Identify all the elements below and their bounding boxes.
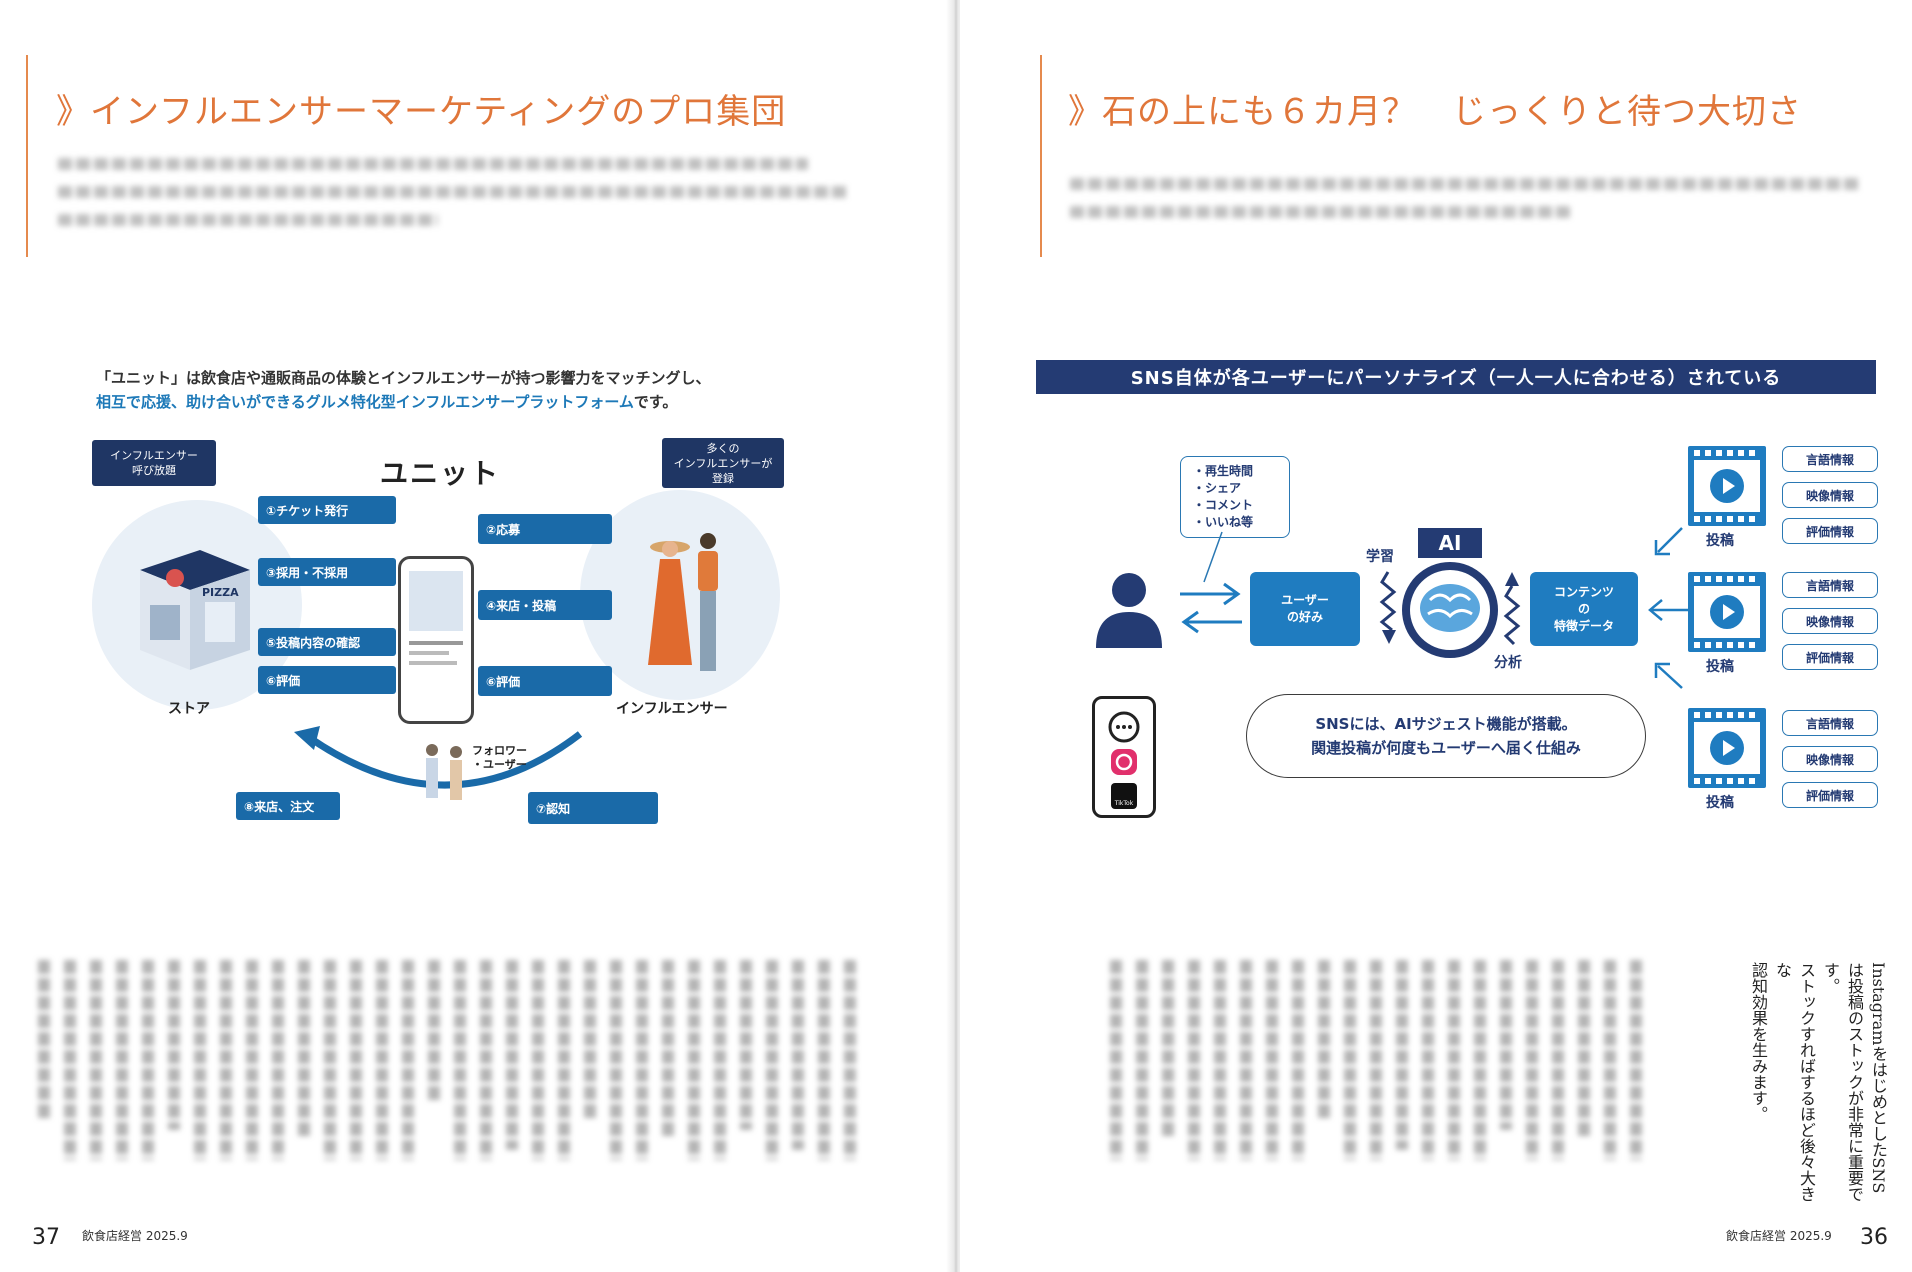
follower-label: フォロワー ・ユーザー — [472, 744, 527, 771]
info-video-3: 映像情報 — [1782, 746, 1878, 772]
engagement-speech-bubble: ・再生時間 ・シェア ・コメント ・いいね等 — [1180, 456, 1290, 538]
intro-caption: 「ユニット」は飲食店や通販商品の体験とインフルエンサーが持つ影響力をマッチングし… — [96, 369, 711, 411]
post-video-icon-3 — [1688, 708, 1766, 788]
analyze-arrow — [1503, 572, 1521, 646]
phone-image — [409, 571, 463, 631]
flow-arc — [294, 726, 583, 789]
post-label-3: 投稿 — [1706, 795, 1734, 811]
step-7-awareness: ⑦認知 — [528, 792, 658, 824]
step-8-visit-order: ⑧来店、注文 — [236, 792, 340, 820]
section-heading: 》インフルエンサーマーケティングのプロ集団 — [56, 92, 787, 132]
tiktok-label: TikTok — [1114, 800, 1134, 807]
step-2-apply: ②応募 — [478, 514, 612, 544]
post-label-1: 投稿 — [1706, 533, 1734, 549]
store-label: ストア — [168, 701, 210, 717]
magazine-issue-left: 飲食店経営 2025.9 — [82, 1229, 188, 1243]
lead-paragraph-blurred — [1070, 178, 1870, 234]
learn-arrow — [1379, 571, 1397, 644]
post-video-icon-1 — [1688, 446, 1766, 526]
brain-icon — [1402, 562, 1498, 658]
body-text-blurred — [38, 960, 856, 1160]
store-sign: PIZZA — [202, 586, 239, 599]
user-preference-box: ユーザー の好み — [1250, 572, 1360, 646]
heading-rule — [1040, 55, 1042, 257]
stock-importance-callout: InstagramをはじめとしたSNSは投稿のストックが非常に重要です。 ストッ… — [1749, 962, 1888, 1202]
influencer-label: インフルエンサー — [616, 701, 728, 717]
content-feature-box: コンテンツ の 特徴データ — [1530, 572, 1638, 646]
post-arrows — [1648, 527, 1688, 689]
analyze-label: 分析 — [1494, 655, 1522, 671]
exchange-arrows — [1180, 582, 1242, 634]
followers-illustration — [410, 740, 480, 820]
info-rating-2: 評価情報 — [1782, 644, 1878, 670]
section-heading: 》石の上にも６カ月？ じっくりと待つ大切さ — [1068, 92, 1802, 132]
lead-paragraph-blurred — [58, 158, 848, 242]
step-6-evaluate-influencer: ⑥評価 — [478, 666, 612, 696]
info-rating-1: 評価情報 — [1782, 518, 1878, 544]
post-video-icon-2 — [1688, 572, 1766, 652]
learn-label: 学習 — [1366, 549, 1394, 565]
step-3-adopt: ③採用・不採用 — [258, 558, 396, 586]
info-video-1: 映像情報 — [1782, 482, 1878, 508]
info-language-3: 言語情報 — [1782, 710, 1878, 736]
user-icon — [1096, 573, 1162, 648]
left-page: 》インフルエンサーマーケティングのプロ集団 「ユニット」は飲食店や通販商品の体験… — [0, 0, 952, 1272]
personalize-banner: SNS自体が各ユーザーにパーソナライズ（一人一人に合わせる）されている — [1036, 360, 1876, 394]
speech-tail — [1203, 531, 1223, 583]
step-4-visit-post: ④来店・投稿 — [478, 590, 612, 620]
page-number-right: 36 — [1860, 1225, 1888, 1250]
body-text-blurred — [1110, 960, 1642, 1160]
callout-right: 多くの インフルエンサーが 登録 — [662, 438, 784, 488]
info-language-1: 言語情報 — [1782, 446, 1878, 472]
step-6-evaluate-store: ⑥評価 — [258, 666, 396, 694]
page-number-left: 37 — [32, 1225, 60, 1250]
right-page: 》石の上にも６カ月？ じっくりと待つ大切さ SNS自体が各ユーザーにパーソナライ… — [960, 0, 1912, 1272]
callout-left: インフルエンサー 呼び放題 — [92, 440, 216, 486]
unit-logo: ユニット — [380, 457, 501, 490]
step-5-check: ⑤投稿内容の確認 — [258, 628, 396, 656]
info-rating-3: 評価情報 — [1782, 782, 1878, 808]
heading-rule — [26, 55, 28, 257]
chevron-icon: 》 — [1068, 92, 1102, 132]
sns-phone: TikTok — [1092, 696, 1156, 818]
ai-badge: AI — [1418, 528, 1482, 558]
post-label-2: 投稿 — [1706, 659, 1734, 675]
magazine-issue-right: 飲食店経営 2025.9 — [1726, 1229, 1832, 1243]
step-1-ticket: ①チケット発行 — [258, 496, 396, 524]
info-video-2: 映像情報 — [1782, 608, 1878, 634]
influencer-illustration — [648, 533, 718, 671]
ai-suggest-note: SNSには、AIサジェスト機能が搭載。 関連投稿が何度もユーザーへ届く仕組み — [1246, 694, 1646, 778]
info-language-2: 言語情報 — [1782, 572, 1878, 598]
smartphone — [398, 556, 474, 724]
store-illustration: PIZZA — [140, 550, 250, 670]
chevron-icon: 》 — [56, 92, 90, 132]
